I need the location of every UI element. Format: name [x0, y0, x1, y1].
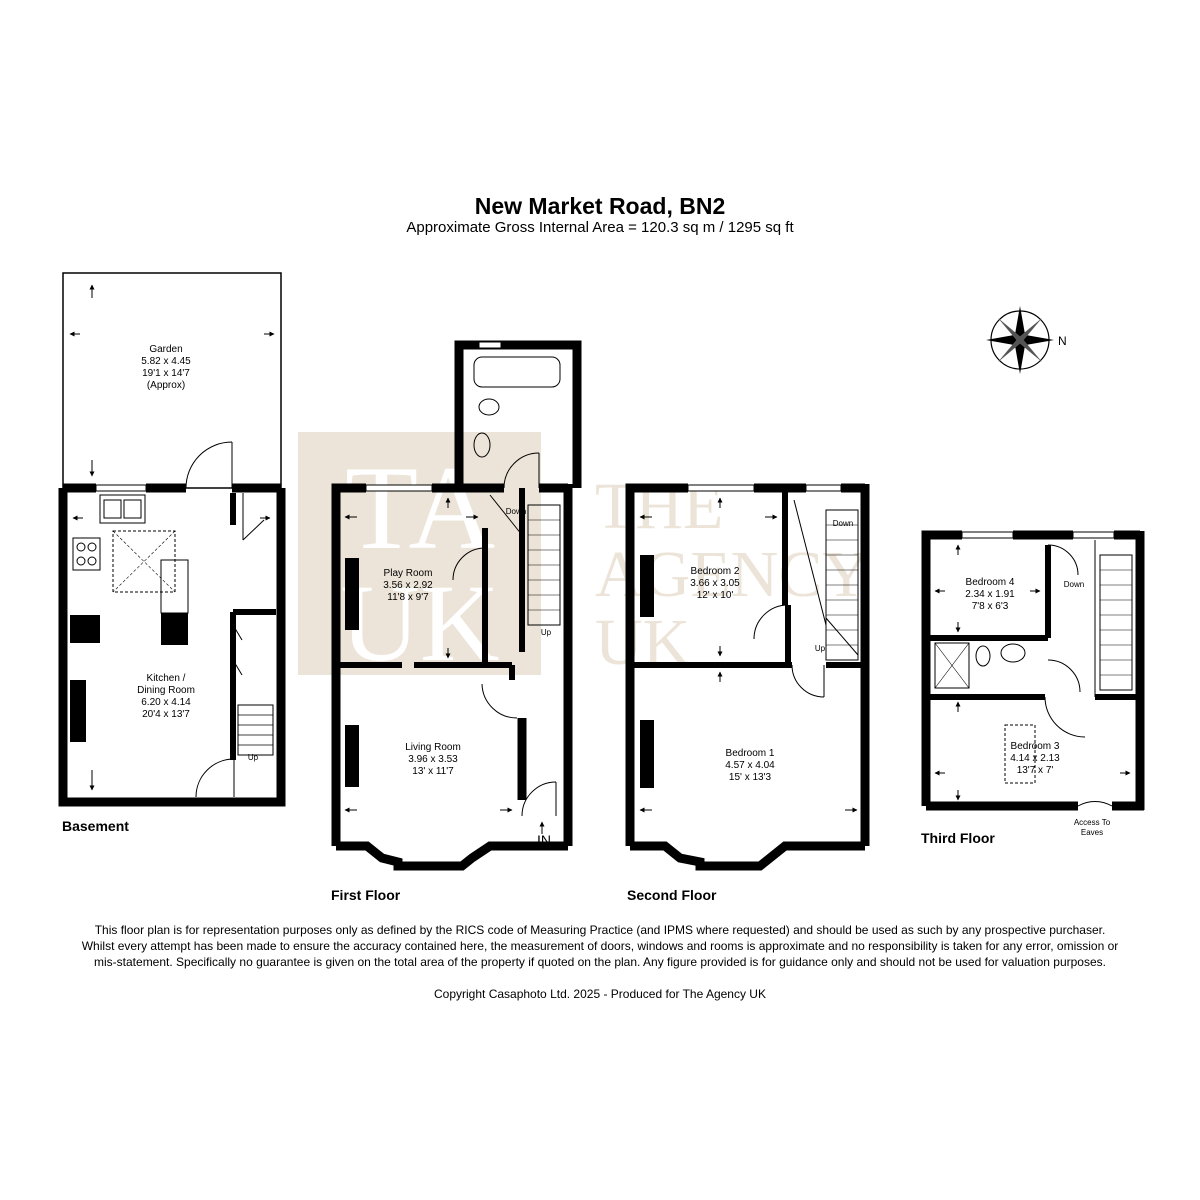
- watermark-line1: THE: [595, 470, 723, 543]
- bedroom3-metric: 4.14 x 2.13: [1010, 753, 1060, 764]
- garden-imperial: 19'1 x 14'7: [142, 368, 190, 379]
- garden-metric: 5.82 x 4.45: [141, 356, 191, 367]
- bedroom4-name: Bedroom 4: [966, 577, 1015, 588]
- kitchen-metric: 6.20 x 4.14: [141, 697, 191, 708]
- play-room-imperial: 11'8 x 9'7: [387, 592, 429, 603]
- second-stairs-up: Up: [815, 644, 826, 653]
- disclaimer-text: This floor plan is for representation pu…: [81, 923, 1119, 969]
- play-room-name: Play Room: [384, 568, 433, 579]
- kitchen-name-line2: Dining Room: [137, 685, 195, 696]
- first-stairs-up: Up: [541, 628, 552, 637]
- basement-stairs-up: Up: [248, 753, 259, 762]
- third-floor-label: Third Floor: [921, 830, 995, 846]
- garden-name: Garden: [149, 344, 182, 355]
- garden-note: (Approx): [147, 380, 185, 391]
- compass-icon: N: [986, 306, 1067, 374]
- play-room-metric: 3.56 x 2.92: [383, 580, 433, 591]
- bedroom3-name: Bedroom 3: [1011, 741, 1060, 752]
- first-stairs-down: Down: [506, 507, 526, 516]
- bedroom1-name: Bedroom 1: [726, 748, 775, 759]
- third-stairs-down: Down: [1064, 580, 1084, 589]
- living-room-metric: 3.96 x 3.53: [408, 754, 458, 765]
- first-floor-plan: [331, 340, 582, 871]
- bedroom4-imperial: 7'8 x 6'3: [972, 601, 1009, 612]
- entrance-label: IN: [537, 832, 551, 848]
- second-stairs-down: Down: [833, 519, 853, 528]
- second-floor-label: Second Floor: [627, 887, 717, 903]
- bedroom2-imperial: 12' x 10': [697, 590, 734, 601]
- third-floor-plan: [921, 530, 1145, 811]
- copyright-text: Copyright Casaphoto Ltd. 2025 - Produced…: [434, 987, 766, 1001]
- kitchen-name: Kitchen /: [147, 673, 186, 684]
- first-floor-label: First Floor: [331, 887, 401, 903]
- eaves-label-line2: Eaves: [1081, 828, 1103, 837]
- living-room-imperial: 13' x 11'7: [412, 766, 454, 777]
- page-subtitle: Approximate Gross Internal Area = 120.3 …: [406, 219, 794, 236]
- eaves-label-line1: Access To: [1074, 818, 1111, 827]
- basement-plan: [58, 272, 286, 807]
- watermark-monogram-top: TA: [345, 441, 495, 574]
- bedroom1-metric: 4.57 x 4.04: [725, 760, 775, 771]
- basement-label: Basement: [62, 818, 129, 834]
- bedroom2-metric: 3.66 x 3.05: [690, 578, 740, 589]
- bedroom2-name: Bedroom 2: [691, 566, 740, 577]
- living-room-name: Living Room: [405, 742, 461, 753]
- bedroom3-imperial: 13'7 x 7': [1017, 765, 1054, 776]
- compass-north-label: N: [1058, 334, 1067, 348]
- second-floor-plan: [625, 483, 870, 871]
- bedroom4-metric: 2.34 x 1.91: [965, 589, 1015, 600]
- page-title: New Market Road, BN2: [474, 193, 726, 219]
- kitchen-imperial: 20'4 x 13'7: [142, 709, 190, 720]
- bedroom1-imperial: 15' x 13'3: [729, 772, 772, 783]
